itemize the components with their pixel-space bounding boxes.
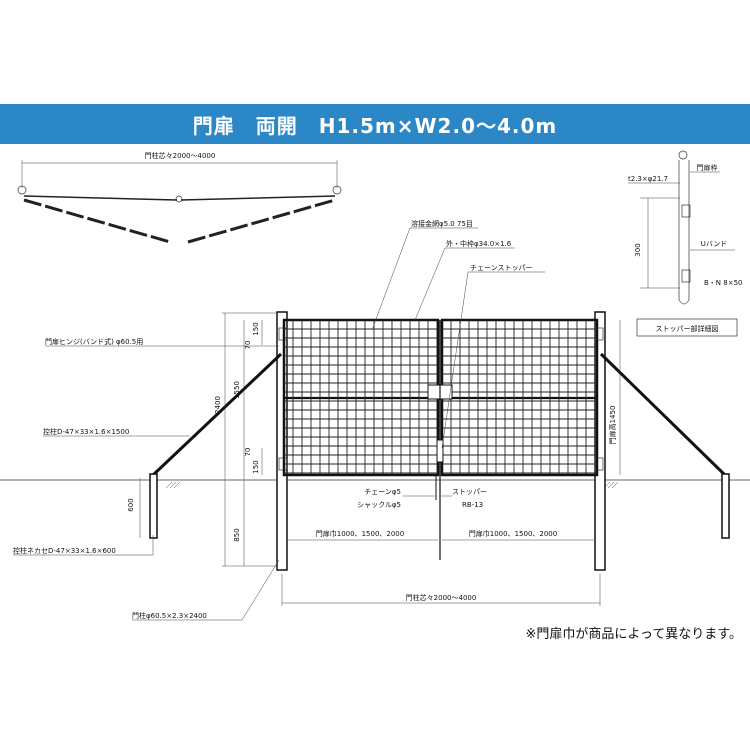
- elevation-view: 2400 1550 850 70 150 70 150 600 門扉高1450 …: [0, 219, 750, 621]
- leader-chain-stopper: [441, 271, 469, 449]
- mesh-right: [442, 320, 597, 475]
- dim-2400: 2400: [214, 396, 222, 414]
- chain-stopper: [436, 439, 444, 463]
- hinge-right-bottom: [594, 457, 604, 471]
- label-mesh: 溶接金網φ5.0 75目: [411, 219, 473, 228]
- plan-dimension-label: 門柱芯々2000～4000: [145, 151, 216, 160]
- hinge-left-top: [278, 327, 288, 341]
- dim-1550: 1550: [233, 381, 241, 399]
- dim-850: 850: [233, 528, 241, 541]
- hinge-right-top: [594, 327, 604, 341]
- plan-center-stopper: [175, 195, 183, 203]
- label-frame: 外・中枠φ34.0×1.6: [446, 239, 512, 248]
- detail-band-lower: [681, 269, 691, 283]
- plan-leaf-right-open: [187, 198, 336, 244]
- page-title: 門扉 両開 H1.5m×W2.0～4.0m: [192, 113, 558, 138]
- post-pitch-label: 門柱芯々2000～4000: [406, 593, 477, 602]
- plan-leaf-left-open: [23, 198, 171, 244]
- ground-hatch-left-anchor: [165, 481, 181, 489]
- label-chain: チェーンφ5: [364, 488, 401, 496]
- brace-left: [150, 352, 283, 478]
- plan-leaf-left-closed: [23, 195, 178, 201]
- detail-label-bolt: B・N 8×50: [704, 279, 743, 287]
- leader-post: [241, 559, 280, 621]
- label-shackle: シャックルφ5: [357, 501, 401, 509]
- leader-frame: [414, 247, 446, 321]
- hinge-left-bottom: [278, 457, 288, 471]
- brace-anchor-right: [721, 473, 730, 539]
- dim-top-150: 150: [252, 322, 260, 335]
- detail-label-band: Uバンド: [701, 240, 727, 248]
- detail-label-height: 300: [634, 243, 642, 256]
- detail-band-upper: [681, 204, 691, 218]
- ground-hatch-right-post: [603, 481, 619, 489]
- label-brace: 控柱D-47×33×1.6×1500: [43, 427, 129, 436]
- detail-hinge-top: [678, 150, 688, 160]
- footnote: ※門扉巾が商品によって異なります。: [525, 627, 742, 642]
- gate-width-left-label: 門扉巾1000、1500、2000: [316, 529, 404, 538]
- dim-top-70: 70: [244, 341, 252, 350]
- label-chain-stopper: チェーンストッパー: [470, 264, 533, 272]
- brace-right: [599, 352, 728, 478]
- detail-caption-box: [636, 318, 738, 337]
- plan-post-left: [17, 185, 27, 195]
- gate-width-right-label: 門扉巾1000、1500、2000: [469, 529, 557, 538]
- label-post: 門柱φ60.5×2.3×2400: [132, 611, 207, 620]
- label-brace-anchor: 控柱ネカセD-47×33×1.6×600: [13, 546, 116, 555]
- detail-label-frame: 門扉枠: [697, 163, 718, 172]
- gate-height-label: 門扉高1450: [608, 406, 617, 445]
- label-hinge: 門扉ヒンジ(バンド式) φ60.5用: [45, 337, 143, 346]
- label-rb: RB-13: [462, 501, 483, 509]
- dim-bot-150: 150: [252, 460, 260, 473]
- plan-leaf-right-closed: [180, 195, 336, 201]
- leader-mesh: [371, 227, 411, 331]
- dim-bot-70: 70: [244, 448, 252, 457]
- title-bar: 門扉 両開 H1.5m×W2.0～4.0m: [0, 104, 750, 144]
- brace-anchor-left: [149, 473, 158, 539]
- dim-600: 600: [127, 498, 135, 511]
- stopper-detail-view: 門扉枠 t2.3×φ21.7 Uバンド B・N 8×50 300 ストッパー部詳…: [628, 150, 743, 337]
- label-stopper: ストッパー: [452, 488, 487, 496]
- detail-label-pipe: t2.3×φ21.7: [628, 175, 668, 183]
- detail-frame-bottom: [678, 299, 690, 305]
- plan-post-right: [332, 185, 342, 195]
- detail-caption: ストッパー部詳細図: [656, 324, 719, 333]
- post-left: [276, 311, 288, 571]
- plan-view: 門柱芯々2000～4000: [17, 151, 342, 244]
